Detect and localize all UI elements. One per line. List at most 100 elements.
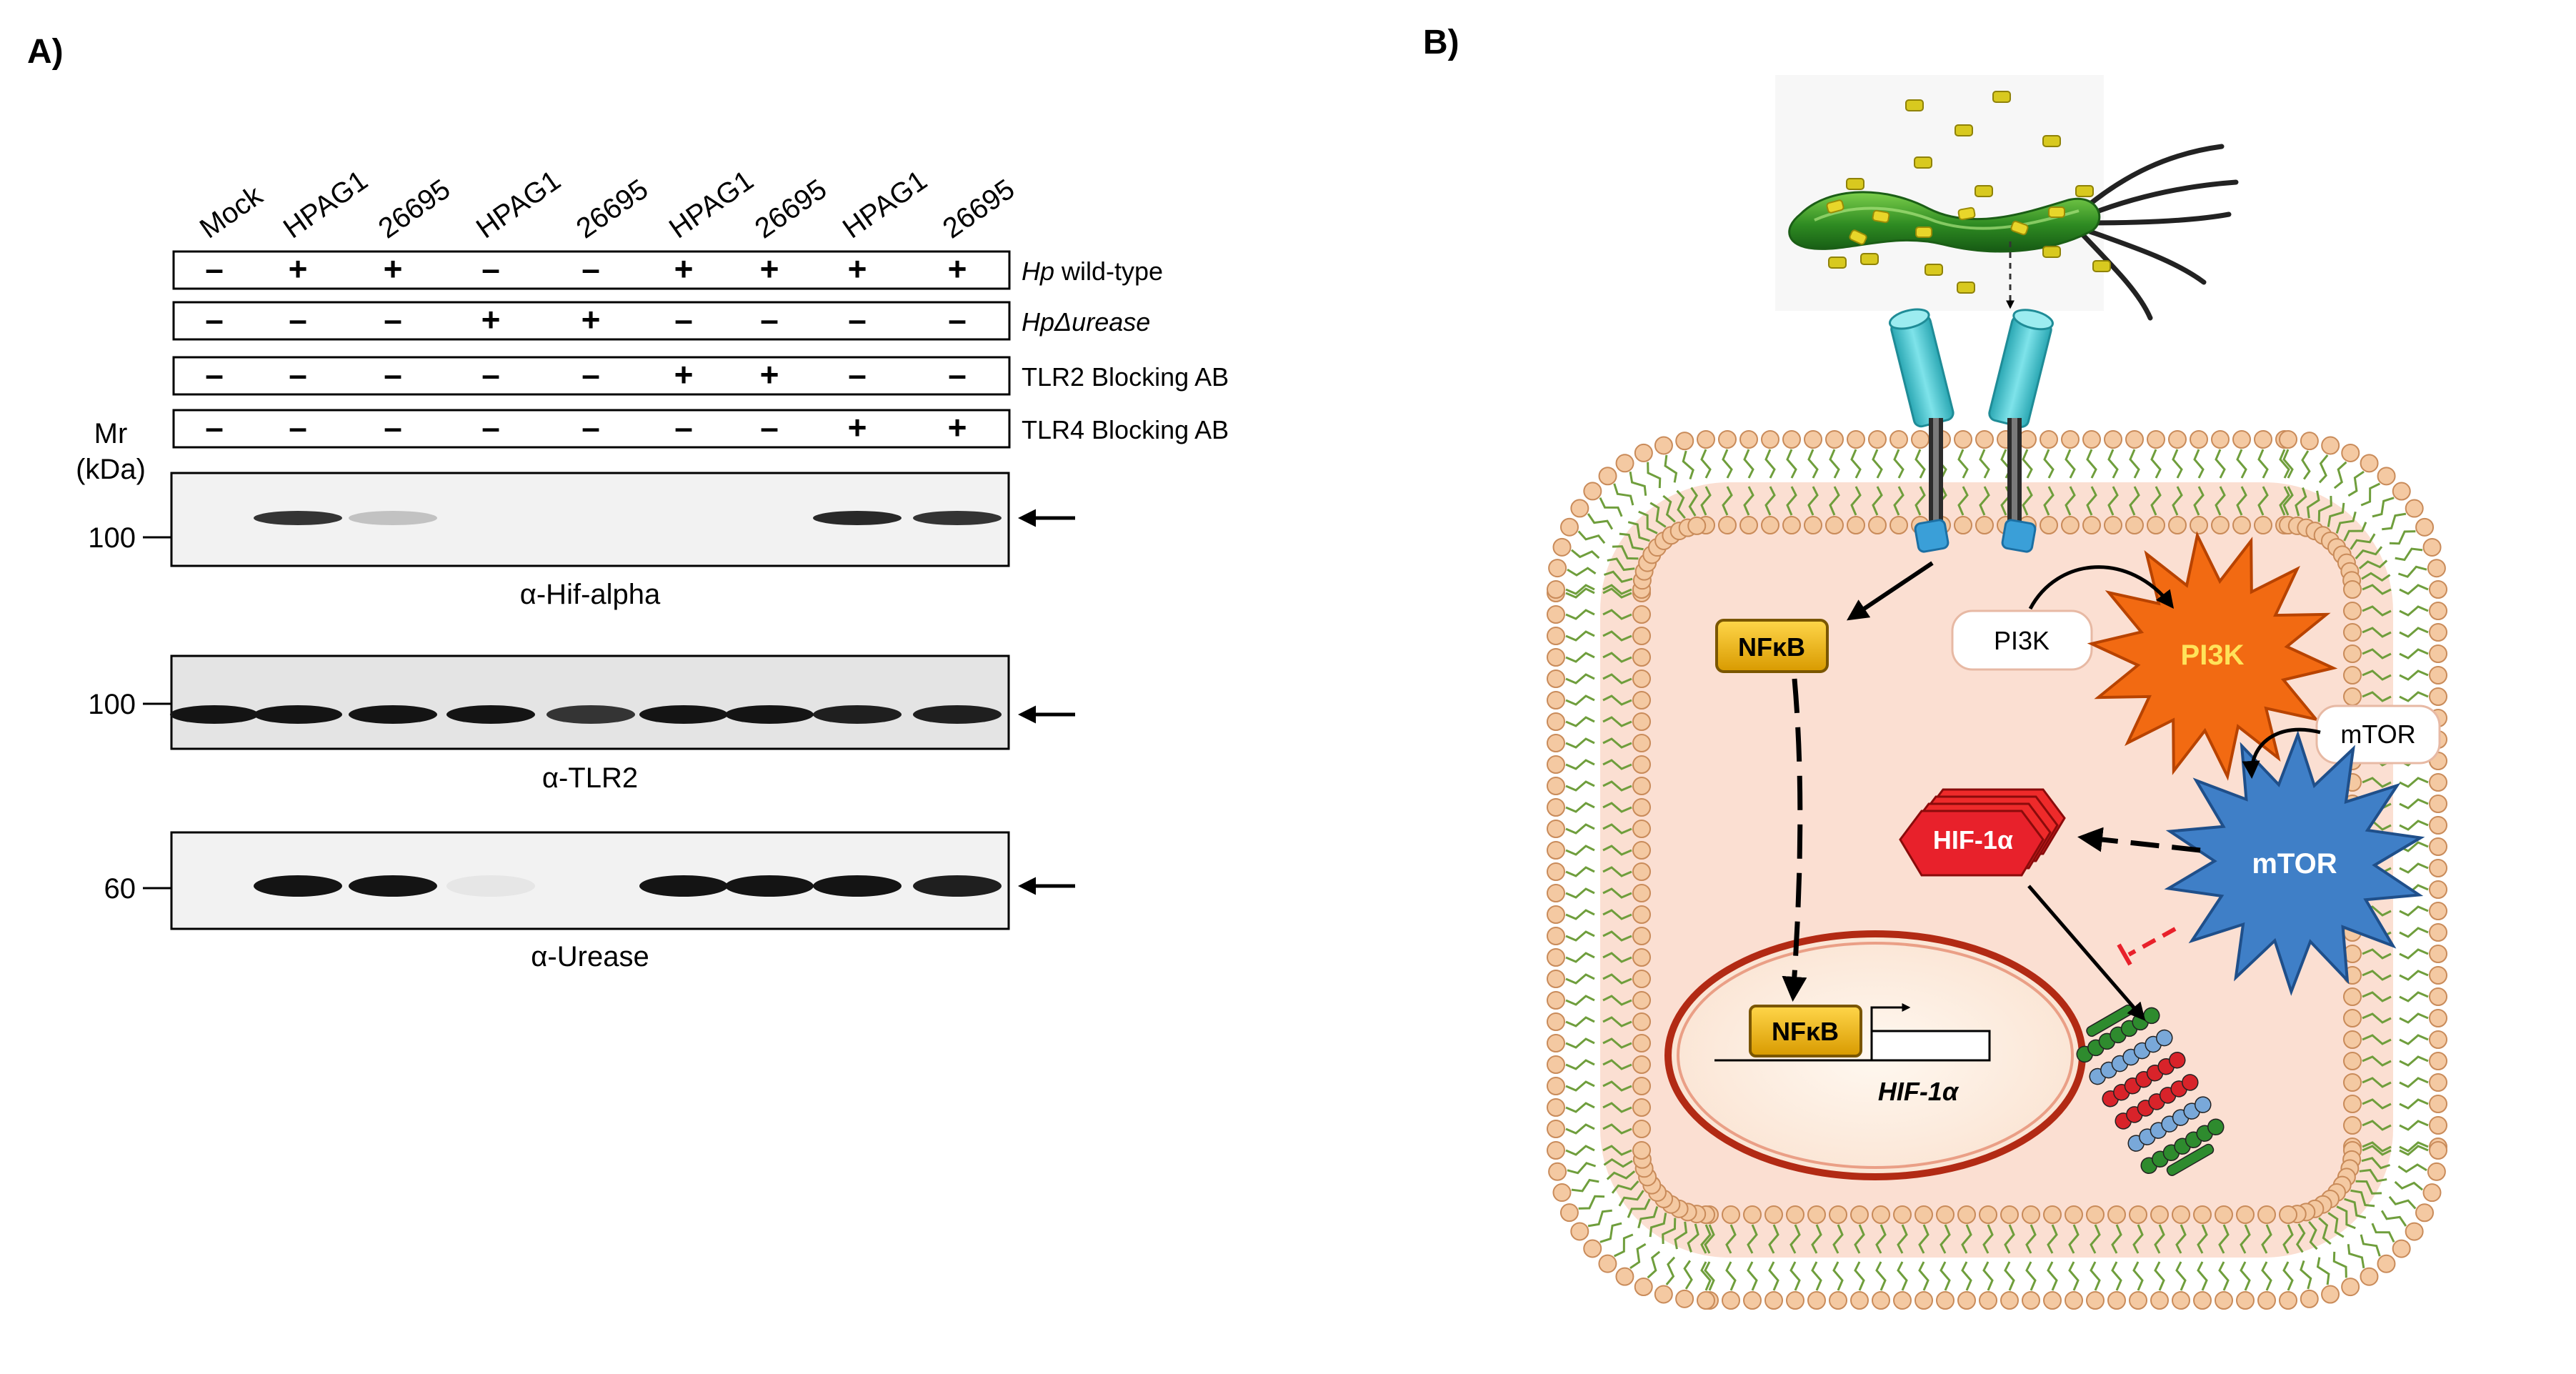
blot-band [254,875,342,897]
blot-tlr2: 100 α-TLR2 [88,654,1075,794]
condition-sign: + [289,250,308,287]
condition-sign: – [384,301,402,338]
condition-sign: – [948,356,967,393]
receptor-to-nfkb-arrow [1847,561,1934,621]
condition-label-4: TLR4 Blocking AB [1022,415,1229,444]
condition-row-1 [172,250,1011,290]
blot-band [446,875,535,897]
blot-band [813,875,902,897]
condition-sign: – [581,409,600,446]
condition-sign: + [481,301,501,338]
blot-band [639,875,728,897]
condition-sign: – [205,409,224,446]
panel-b-label: B) [1423,24,1459,61]
nfkb-nucleus-label: NFκB [1772,1017,1839,1046]
condition-row-2 [172,301,1011,341]
nfkb-nucleus-box [1749,1005,1862,1057]
condition-sign: + [674,250,694,287]
blot-band [349,705,437,724]
mtor-inactive-box [2315,705,2441,765]
blot-band [170,705,259,724]
lane-label-4: HPAG1 [471,164,566,244]
condition-sign: – [205,250,224,287]
marker-label: 60 [104,873,136,905]
hif-1a-protein-label: HIF-1α [1933,825,2013,855]
condition-sign: – [581,250,600,287]
blot-band [725,875,814,897]
condition-sign: – [674,409,693,446]
condition-sign: + [581,301,601,338]
condition-sign: – [384,409,402,446]
helicobacter-bacterium [1788,91,2239,321]
nfkb-cytoplasm-label: NFκB [1738,632,1805,662]
condition-sign: – [581,356,600,393]
marker-label: 100 [88,522,136,554]
hif-1a-gene-label: HIF-1α [1878,1077,1960,1106]
condition-table: – + + – – + + + + Hp wild-type – – – + + – – – – HpΔurease –… [172,250,1229,449]
hif-1a-protein-stack [1899,788,2066,877]
condition-sign: – [289,356,307,393]
blot-caption: α-Urease [531,941,649,972]
condition-sign: – [481,409,500,446]
blot-band [913,705,1002,724]
condition-label-1: Hp wild-type [1022,257,1163,286]
condition-sign: – [289,301,307,338]
blot-band [254,705,342,724]
condition-sign: + [760,250,779,287]
blot-band [725,705,814,724]
condition-row-3 [172,356,1011,396]
pi3k-activation-arrow [2028,565,2175,610]
condition-sign: – [760,409,779,446]
blot-band [254,511,342,525]
panel-a-label: A) [27,33,64,71]
inhibition-bar [2117,943,2132,966]
condition-sign: – [848,356,867,393]
condition-sign: – [674,301,693,338]
blot-band [546,705,635,724]
blot-band [639,705,728,724]
condition-sign: + [674,356,694,393]
pathway-arrows [1782,561,2321,1021]
blot-band [913,875,1002,897]
mtor-active-shape [2164,730,2425,996]
condition-sign: – [848,301,867,338]
lane-label-8: HPAG1 [837,164,933,244]
condition-sign: – [481,250,500,287]
lane-label-1: Mock [194,179,269,244]
tlr-receptor [1888,308,2054,553]
condition-sign: – [205,356,224,393]
marker-label: 100 [88,689,136,720]
blot-caption: α-TLR2 [542,762,638,794]
condition-label-2: HpΔurease [1022,307,1150,337]
blot-band [913,511,1002,525]
condition-sign: – [481,356,500,393]
lane-label-3: 26695 [373,174,456,245]
hif-to-proteasome-arrow [2027,885,2146,1021]
condition-sign: + [384,250,403,287]
condition-row-4 [172,409,1011,449]
condition-sign: + [760,356,779,393]
mtor-inactive-label: mTOR [2340,720,2415,749]
hif-1a-gene [1714,1003,1991,1062]
condition-sign: + [848,250,867,287]
condition-sign: – [948,301,967,338]
lane-label-5: 26695 [571,174,654,245]
lane-label-2: HPAG1 [278,164,374,244]
condition-label-3: TLR2 Blocking AB [1022,362,1229,392]
condition-sign: – [205,301,224,338]
blot-urease: 60 α-Urease [104,831,1075,972]
condition-sign: + [948,409,967,446]
blot-band [349,511,437,525]
nfkb-cytoplasm-box [1715,619,1829,673]
mr-label: Mr [94,418,128,449]
pi3k-inactive-label: PI3K [1994,626,2050,655]
mtor-activation-arrow [2242,727,2321,779]
pi3k-active-shape [2087,531,2338,781]
condition-sign: – [289,409,307,446]
panel-b: B) [1423,24,2447,1310]
lane-label-7: 26695 [749,174,832,245]
